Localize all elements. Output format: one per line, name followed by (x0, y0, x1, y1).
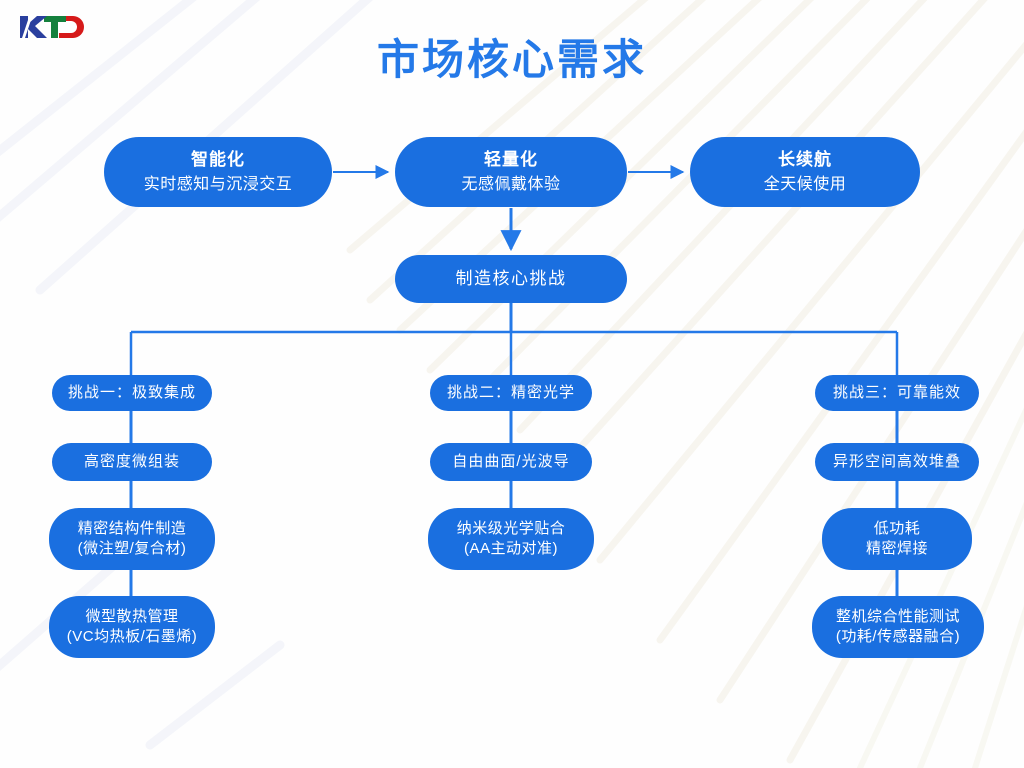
page-title: 市场核心需求 (376, 36, 647, 83)
demand-title-2: 轻量化 (484, 149, 538, 169)
demand-subtitle-3: 全天候使用 (763, 176, 847, 194)
ktd-logo (20, 14, 84, 41)
challenge-3-step-1[interactable]: 异形空间高效堆叠 (815, 443, 979, 481)
challenge-3-step-1-line1: 异形空间高效堆叠 (832, 453, 961, 471)
challenge-2-step-2-line2: (AA主动对准) (463, 540, 558, 557)
challenge-1-step-1[interactable]: 高密度微组装 (52, 443, 212, 481)
challenge-3-header-label: 挑战三：可靠能效 (832, 384, 961, 402)
challenge-3-step-3-line1: 整机综合性能测试 (835, 608, 960, 626)
challenge-1-header-label: 挑战一：极致集成 (67, 384, 196, 402)
demand-subtitle-2: 无感佩戴体验 (461, 176, 561, 194)
challenge-1-step-2[interactable]: 精密结构件制造 (微注塑/复合材) (49, 508, 215, 570)
challenge-2-step-1[interactable]: 自由曲面/光波导 (430, 443, 592, 481)
challenge-3-step-2[interactable]: 低功耗 精密焊接 (822, 508, 972, 570)
challenge-3-step-3[interactable]: 整机综合性能测试 (功耗/传感器融合) (812, 596, 984, 658)
demand-card-2[interactable]: 轻量化 无感佩戴体验 (395, 137, 627, 207)
challenge-1-step-3-line1: 微型散热管理 (85, 608, 179, 626)
demand-card-3[interactable]: 长续航 全天候使用 (690, 137, 920, 207)
challenge-1-step-3-line2: (VC均热板/石墨烯) (66, 628, 198, 645)
demand-card-1[interactable]: 智能化 实时感知与沉浸交互 (104, 137, 332, 207)
demand-title-3: 长续航 (778, 149, 832, 169)
challenge-3-step-2-line2: 精密焊接 (865, 540, 928, 557)
challenge-2-step-2-line1: 纳米级光学贴合 (456, 520, 566, 538)
challenge-2-step-1-line1: 自由曲面/光波导 (452, 453, 570, 471)
challenge-3-header[interactable]: 挑战三：可靠能效 (815, 375, 979, 411)
challenge-1-step-3[interactable]: 微型散热管理 (VC均热板/石墨烯) (49, 596, 215, 658)
challenge-3-step-2-line1: 低功耗 (873, 520, 921, 538)
challenge-1-header[interactable]: 挑战一：极致集成 (52, 375, 212, 411)
demand-subtitle-1: 实时感知与沉浸交互 (143, 176, 293, 194)
hub-node-manufacturing-challenges[interactable]: 制造核心挑战 (395, 255, 627, 303)
challenge-2-step-2[interactable]: 纳米级光学贴合 (AA主动对准) (428, 508, 594, 570)
challenge-1-step-1-line1: 高密度微组装 (83, 453, 180, 471)
challenge-1-step-2-line1: 精密结构件制造 (77, 520, 187, 538)
challenge-3-step-3-line2: (功耗/传感器融合) (835, 628, 961, 645)
challenge-1-step-2-line2: (微注塑/复合材) (77, 540, 187, 557)
demand-title-1: 智能化 (191, 149, 245, 169)
hub-label: 制造核心挑战 (455, 268, 567, 288)
challenge-2-header[interactable]: 挑战二：精密光学 (430, 375, 592, 411)
challenge-2-header-label: 挑战二：精密光学 (446, 384, 575, 402)
